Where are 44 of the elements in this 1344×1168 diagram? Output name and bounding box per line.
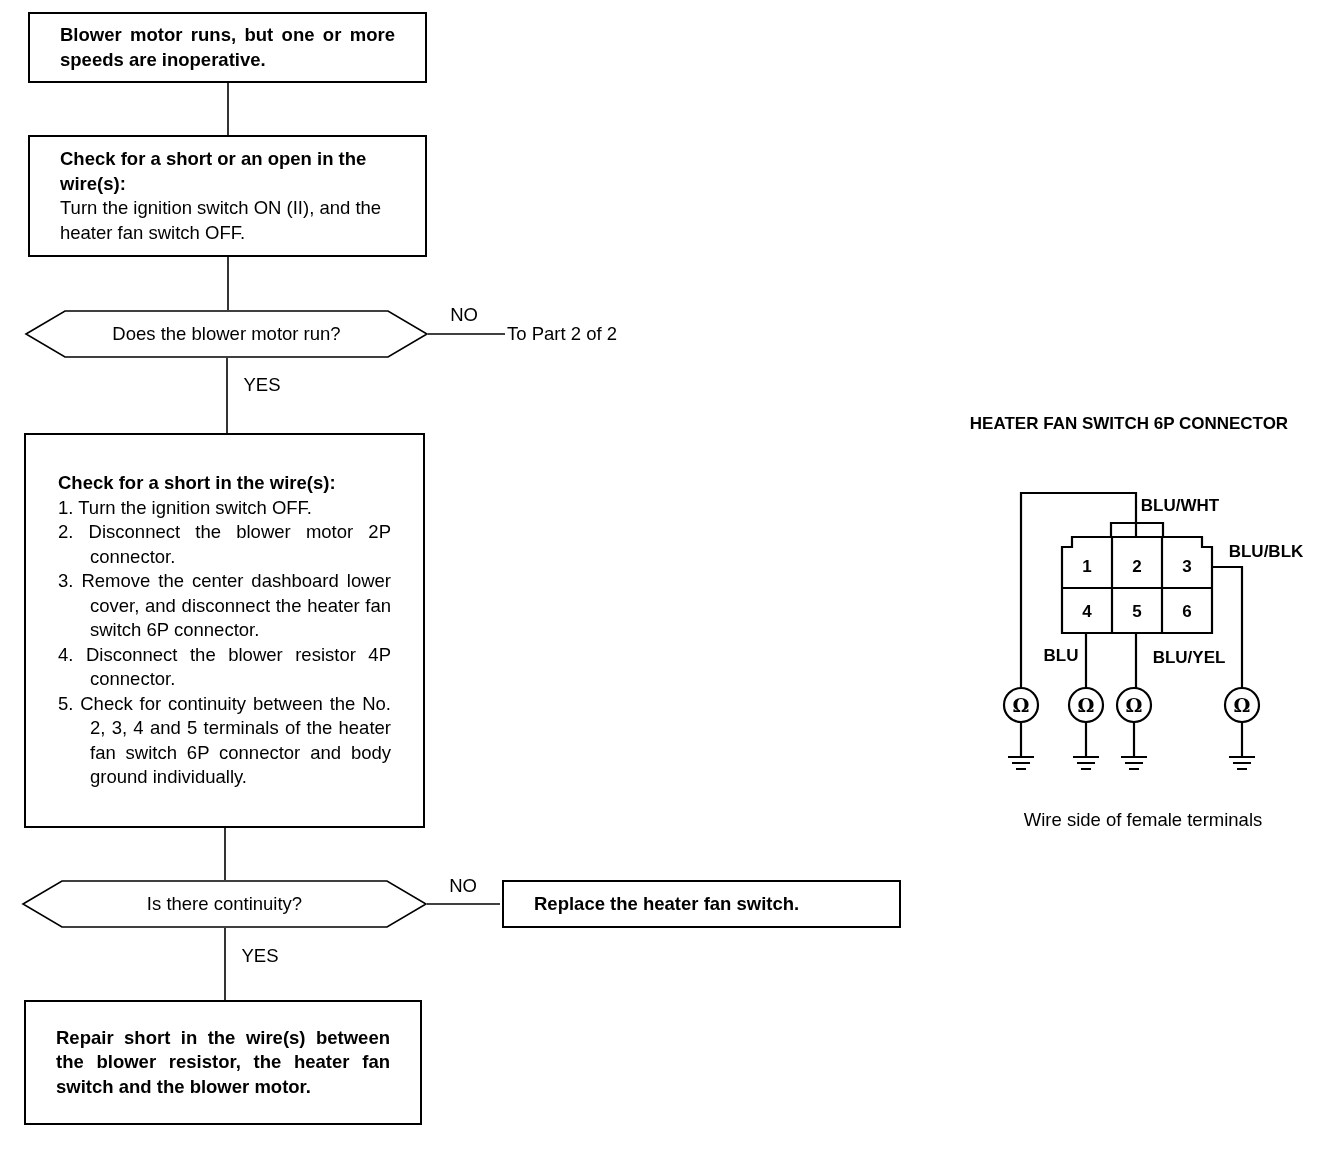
wire-color-label: BLU/WHT bbox=[1140, 496, 1220, 514]
step-text: 4. Disconnect the blower resistor 4P connector. bbox=[58, 642, 391, 692]
decision-diamond bbox=[22, 880, 427, 928]
ohm-symbol: Ω bbox=[1125, 695, 1143, 715]
process-box bbox=[24, 1000, 422, 1125]
process-box bbox=[24, 433, 425, 828]
node-text: Replace the heater fan switch. bbox=[534, 891, 801, 916]
ohm-symbol: Ω bbox=[1233, 695, 1251, 715]
process-box bbox=[502, 880, 901, 928]
node-text: Does the blower motor run? bbox=[112, 321, 341, 346]
connector-line bbox=[226, 357, 228, 434]
decision-diamond bbox=[25, 310, 428, 358]
connector-line bbox=[224, 927, 226, 1001]
connector-line bbox=[224, 827, 226, 881]
node-text: To Part 2 of 2 bbox=[507, 321, 619, 346]
drawing-caption: Wire side of female terminals bbox=[1023, 810, 1263, 830]
connector-line bbox=[427, 333, 506, 335]
node-text: Is there continuity? bbox=[146, 891, 303, 916]
step-heading: Check for a short in the wire(s): bbox=[58, 471, 337, 496]
node-text: Blower motor runs, but one or more speeds are inoperative. bbox=[60, 23, 395, 72]
step-heading: Check for a short or an open in the wire(s): bbox=[60, 147, 368, 196]
pin-number: 6 bbox=[1182, 602, 1192, 620]
pin-number: 1 bbox=[1082, 557, 1092, 575]
pin-number: 2 bbox=[1132, 557, 1142, 575]
process-box bbox=[28, 135, 427, 257]
connector-line bbox=[426, 903, 501, 905]
wire-color-label: BLU bbox=[1043, 646, 1079, 664]
ohm-symbol: Ω bbox=[1077, 695, 1095, 715]
connector-line bbox=[227, 256, 229, 311]
drawing-title: HEATER FAN SWITCH 6P CONNECTOR bbox=[969, 414, 1289, 432]
pin-number: 5 bbox=[1132, 602, 1142, 620]
node-text: Repair short in the wire(s) between the blower resistor, the heater fan switch and the blower motor. bbox=[56, 1025, 390, 1099]
wire-color-label: BLU/BLK bbox=[1228, 542, 1304, 560]
step-text: 2. Disconnect the blower motor 2P connector. bbox=[58, 520, 391, 569]
wire-color-label: BLU/YEL bbox=[1152, 648, 1226, 666]
step-text: 3. Remove the center dashboard lower cover, and disconnect the heater fan switch 6P connector. bbox=[58, 569, 391, 643]
ohm-symbol: Ω bbox=[1012, 695, 1030, 715]
process-box bbox=[28, 12, 427, 83]
pin-number: 4 bbox=[1082, 602, 1092, 620]
step-text: 5. Check for continuity between the No. 2, 3, 4 and 5 terminals of the heater fan switch 6P connector and body ground individually. bbox=[58, 691, 391, 790]
step-text: Turn the ignition switch ON (II), and the heater fan switch OFF. bbox=[60, 196, 383, 245]
pin-number: 3 bbox=[1182, 557, 1192, 575]
step-text: 1. Turn the ignition switch OFF. bbox=[58, 495, 313, 520]
connector-line bbox=[227, 82, 229, 136]
